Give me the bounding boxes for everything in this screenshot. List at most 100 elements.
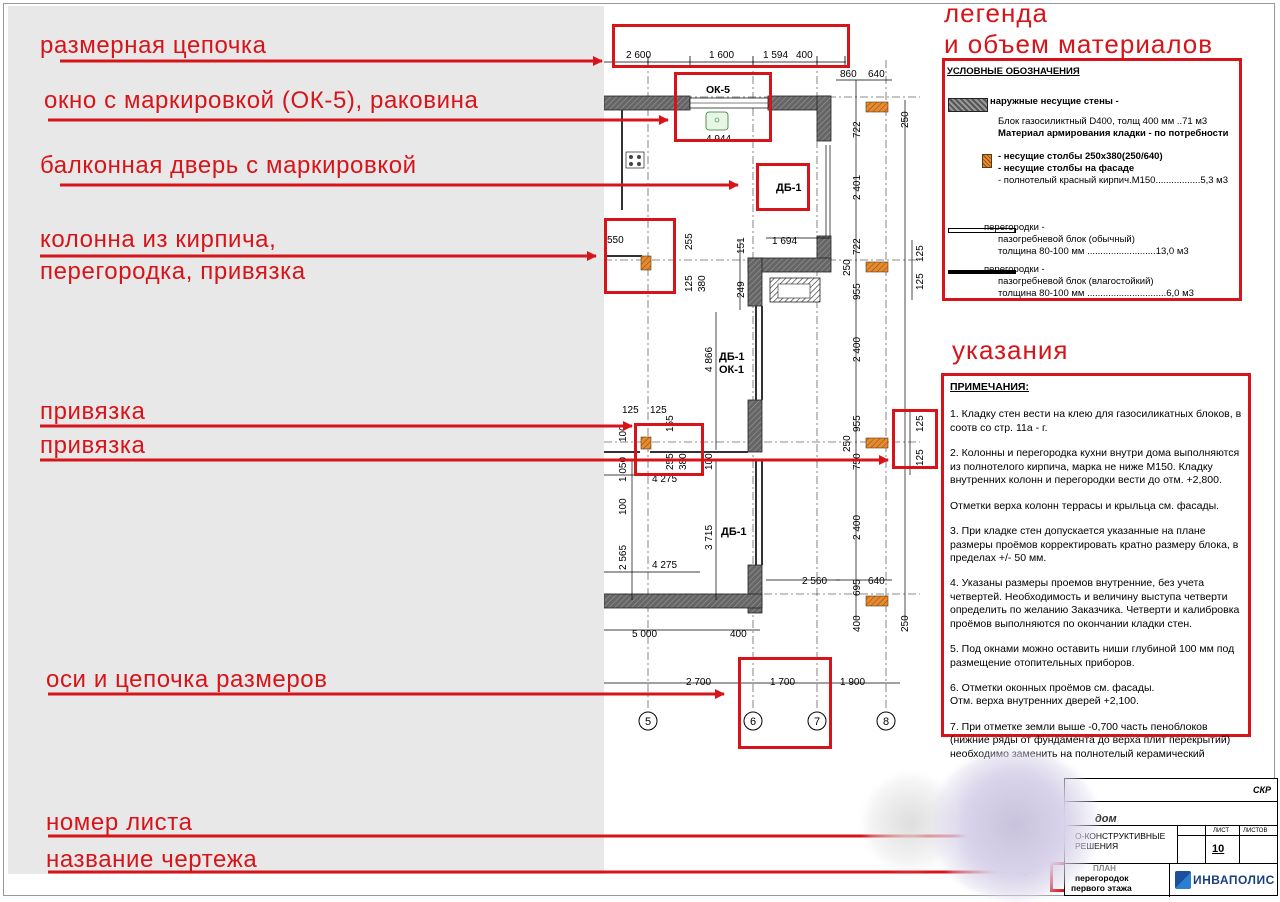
dim-2400a: 2 400 bbox=[852, 337, 863, 362]
dim-5000: 5 000 bbox=[632, 629, 657, 640]
dim-955a: 955 bbox=[852, 283, 863, 300]
dim-4866: 4 866 bbox=[704, 347, 715, 372]
note-3: 3. При кладке стен допускается указанные… bbox=[950, 525, 1239, 564]
dim-125-r2: 125 bbox=[915, 273, 926, 290]
dim-400a: 400 bbox=[852, 615, 863, 632]
dim-125-r3: 125 bbox=[915, 415, 926, 432]
box-window bbox=[674, 72, 772, 142]
dim-2400b: 2 400 bbox=[852, 515, 863, 540]
legend-partitions1-l1: перегородки - bbox=[984, 222, 1045, 233]
box-balcony-door bbox=[756, 163, 810, 211]
dim-3715: 3 715 bbox=[704, 525, 715, 550]
axis-6: 6 bbox=[750, 716, 756, 728]
dim-550: 550 bbox=[607, 235, 624, 246]
axis-5: 5 bbox=[645, 716, 651, 728]
dim-2565: 2 565 bbox=[618, 545, 629, 570]
dim-125b: 125 bbox=[622, 405, 639, 416]
dim-2401: 2 401 bbox=[852, 175, 863, 200]
dim-lines bbox=[604, 80, 913, 684]
dim-top-r2: 640 bbox=[868, 69, 885, 80]
stamp-company: ИНВАПОЛИС bbox=[1193, 873, 1275, 887]
dim-640b: 640 bbox=[868, 576, 885, 587]
dim-1050: 1 050 bbox=[618, 457, 629, 482]
stamp-sheet-number: 10 bbox=[1212, 843, 1225, 855]
door-mark-mid: ДБ-1 bbox=[719, 351, 745, 363]
callout-binding2: привязка bbox=[40, 432, 146, 459]
legend-outer-walls-l2: Материал армирования кладки - по потребн… bbox=[998, 128, 1229, 139]
legend-columns-l3: - полнотелый красный кирпич.М150........… bbox=[998, 175, 1228, 186]
window-mark: ОК-5 bbox=[706, 84, 730, 96]
stamp-sheet-label: ЛИСТ bbox=[1213, 828, 1230, 834]
note-6: 6. Отметки оконных проёмов см. фасады. bbox=[950, 682, 1155, 694]
box-legend bbox=[942, 58, 1242, 301]
column-swatch bbox=[982, 154, 992, 168]
door-mark-db1: ДБ-1 bbox=[776, 182, 802, 194]
heading-legend-l1: легенда bbox=[944, 0, 1048, 28]
window-ok5 bbox=[689, 97, 769, 131]
dim-722a: 722 bbox=[852, 121, 863, 138]
door-mark-low: ДБ-1 bbox=[721, 526, 747, 538]
dim-250b: 250 bbox=[842, 435, 853, 452]
dim-255: 255 bbox=[684, 233, 695, 250]
dim-top-1: 2 600 bbox=[626, 50, 651, 61]
stamp-drawing-l3: первого этажа bbox=[1071, 883, 1132, 893]
box-binding2 bbox=[892, 409, 938, 469]
sheet-border bbox=[3, 3, 1275, 896]
axis-markers bbox=[638, 711, 896, 731]
callout-axes: оси и цепочка размеров bbox=[46, 666, 328, 693]
legend-partitions2-l2: пазогребневой блок (влагостойкий) bbox=[998, 276, 1154, 287]
dim-400b: 400 bbox=[730, 629, 747, 640]
left-mask bbox=[8, 6, 604, 874]
legend-partitions1-l2: пазогребневой блок (обычный) bbox=[998, 234, 1135, 245]
dim-4275a: 4 275 bbox=[652, 474, 677, 485]
dim-125c: 125 bbox=[650, 405, 667, 416]
title-block: СКР дом О-КОНСТРУКТИВНЫЕ РЕШЕНИЯ ЛИСТ ЛИ… bbox=[1064, 778, 1278, 897]
dim-top-4: 400 bbox=[796, 50, 813, 61]
brick-columns bbox=[640, 101, 889, 607]
dim-695: 695 bbox=[852, 579, 863, 596]
legend-header: УСЛОВНЫЕ ОБОЗНАЧЕНИЯ bbox=[947, 66, 1080, 77]
dim-top-r1: 860 bbox=[840, 69, 857, 80]
callout-binding1: привязка bbox=[40, 398, 146, 425]
callout-drawing-name: название чертежа bbox=[46, 846, 258, 873]
legend-partitions2-l3: толщина 80-100 мм ......................… bbox=[998, 288, 1194, 299]
box-notes bbox=[941, 373, 1251, 737]
heading-legend-l2: и объем материалов bbox=[944, 29, 1214, 59]
box-dim-chain bbox=[612, 24, 850, 68]
partition-swatch-waterproof bbox=[948, 270, 1016, 274]
legend-outer-walls-title: наружные несущие стены - bbox=[990, 96, 1119, 107]
stamp-drawing-l2: перегородок bbox=[1075, 873, 1129, 883]
stamp-house: дом bbox=[1095, 813, 1117, 825]
dim-bottom-2: 1 700 bbox=[770, 677, 795, 688]
dim-151: 151 bbox=[736, 237, 747, 254]
axis-7: 7 bbox=[814, 716, 820, 728]
box-binding1 bbox=[634, 423, 704, 476]
dim-4275b: 4 275 bbox=[652, 560, 677, 571]
dim-125-r4: 125 bbox=[915, 449, 926, 466]
legend-outer-walls-l1: Блок газосиликтный D400, толщ 400 мм ..7… bbox=[998, 116, 1208, 127]
dim-100c: 100 bbox=[618, 498, 629, 515]
dim-380: 380 bbox=[697, 275, 708, 292]
note-4: 4. Указаны размеры проемов внутренние, б… bbox=[950, 577, 1240, 630]
dim-1694: 1 694 bbox=[772, 236, 797, 247]
legend-columns-l1: - несущие столбы 250х380(250/640) bbox=[998, 151, 1163, 162]
stamp-sheets-label: ЛИСТОВ bbox=[1243, 828, 1268, 834]
dim-bottom-3: 1 900 bbox=[840, 677, 865, 688]
dim-125-r1: 125 bbox=[915, 245, 926, 262]
partition-swatch-normal bbox=[948, 228, 1016, 233]
callout-column-l1: колонна из кирпича, bbox=[40, 226, 277, 253]
dim-722b: 722 bbox=[852, 238, 863, 255]
legend-panel: УСЛОВНЫЕ ОБОЗНАЧЕНИЯ наружные несущие ст… bbox=[942, 58, 1242, 301]
partitions bbox=[604, 110, 763, 565]
note-2b: Отметки верха колонн террасы и крыльца с… bbox=[950, 499, 1220, 512]
stamp-drawing-l1: ПЛАН bbox=[1093, 864, 1116, 873]
callout-window: окно с маркировкой (ОК-5), раковина bbox=[44, 87, 479, 114]
box-column bbox=[604, 218, 676, 294]
callout-sheet-number: номер листа bbox=[46, 809, 193, 836]
stamp-section-l1: О-КОНСТРУКТИВНЫЕ bbox=[1075, 831, 1166, 841]
note-2: 2. Колонны и перегородка кухни внутри до… bbox=[950, 447, 1240, 487]
note-6b: Отм. верха внутренних дверей +2,100. bbox=[950, 695, 1139, 708]
note-5: 5. Под окнами можно оставить ниши глубин… bbox=[950, 643, 1235, 669]
heading-notes: указания bbox=[952, 335, 1069, 365]
